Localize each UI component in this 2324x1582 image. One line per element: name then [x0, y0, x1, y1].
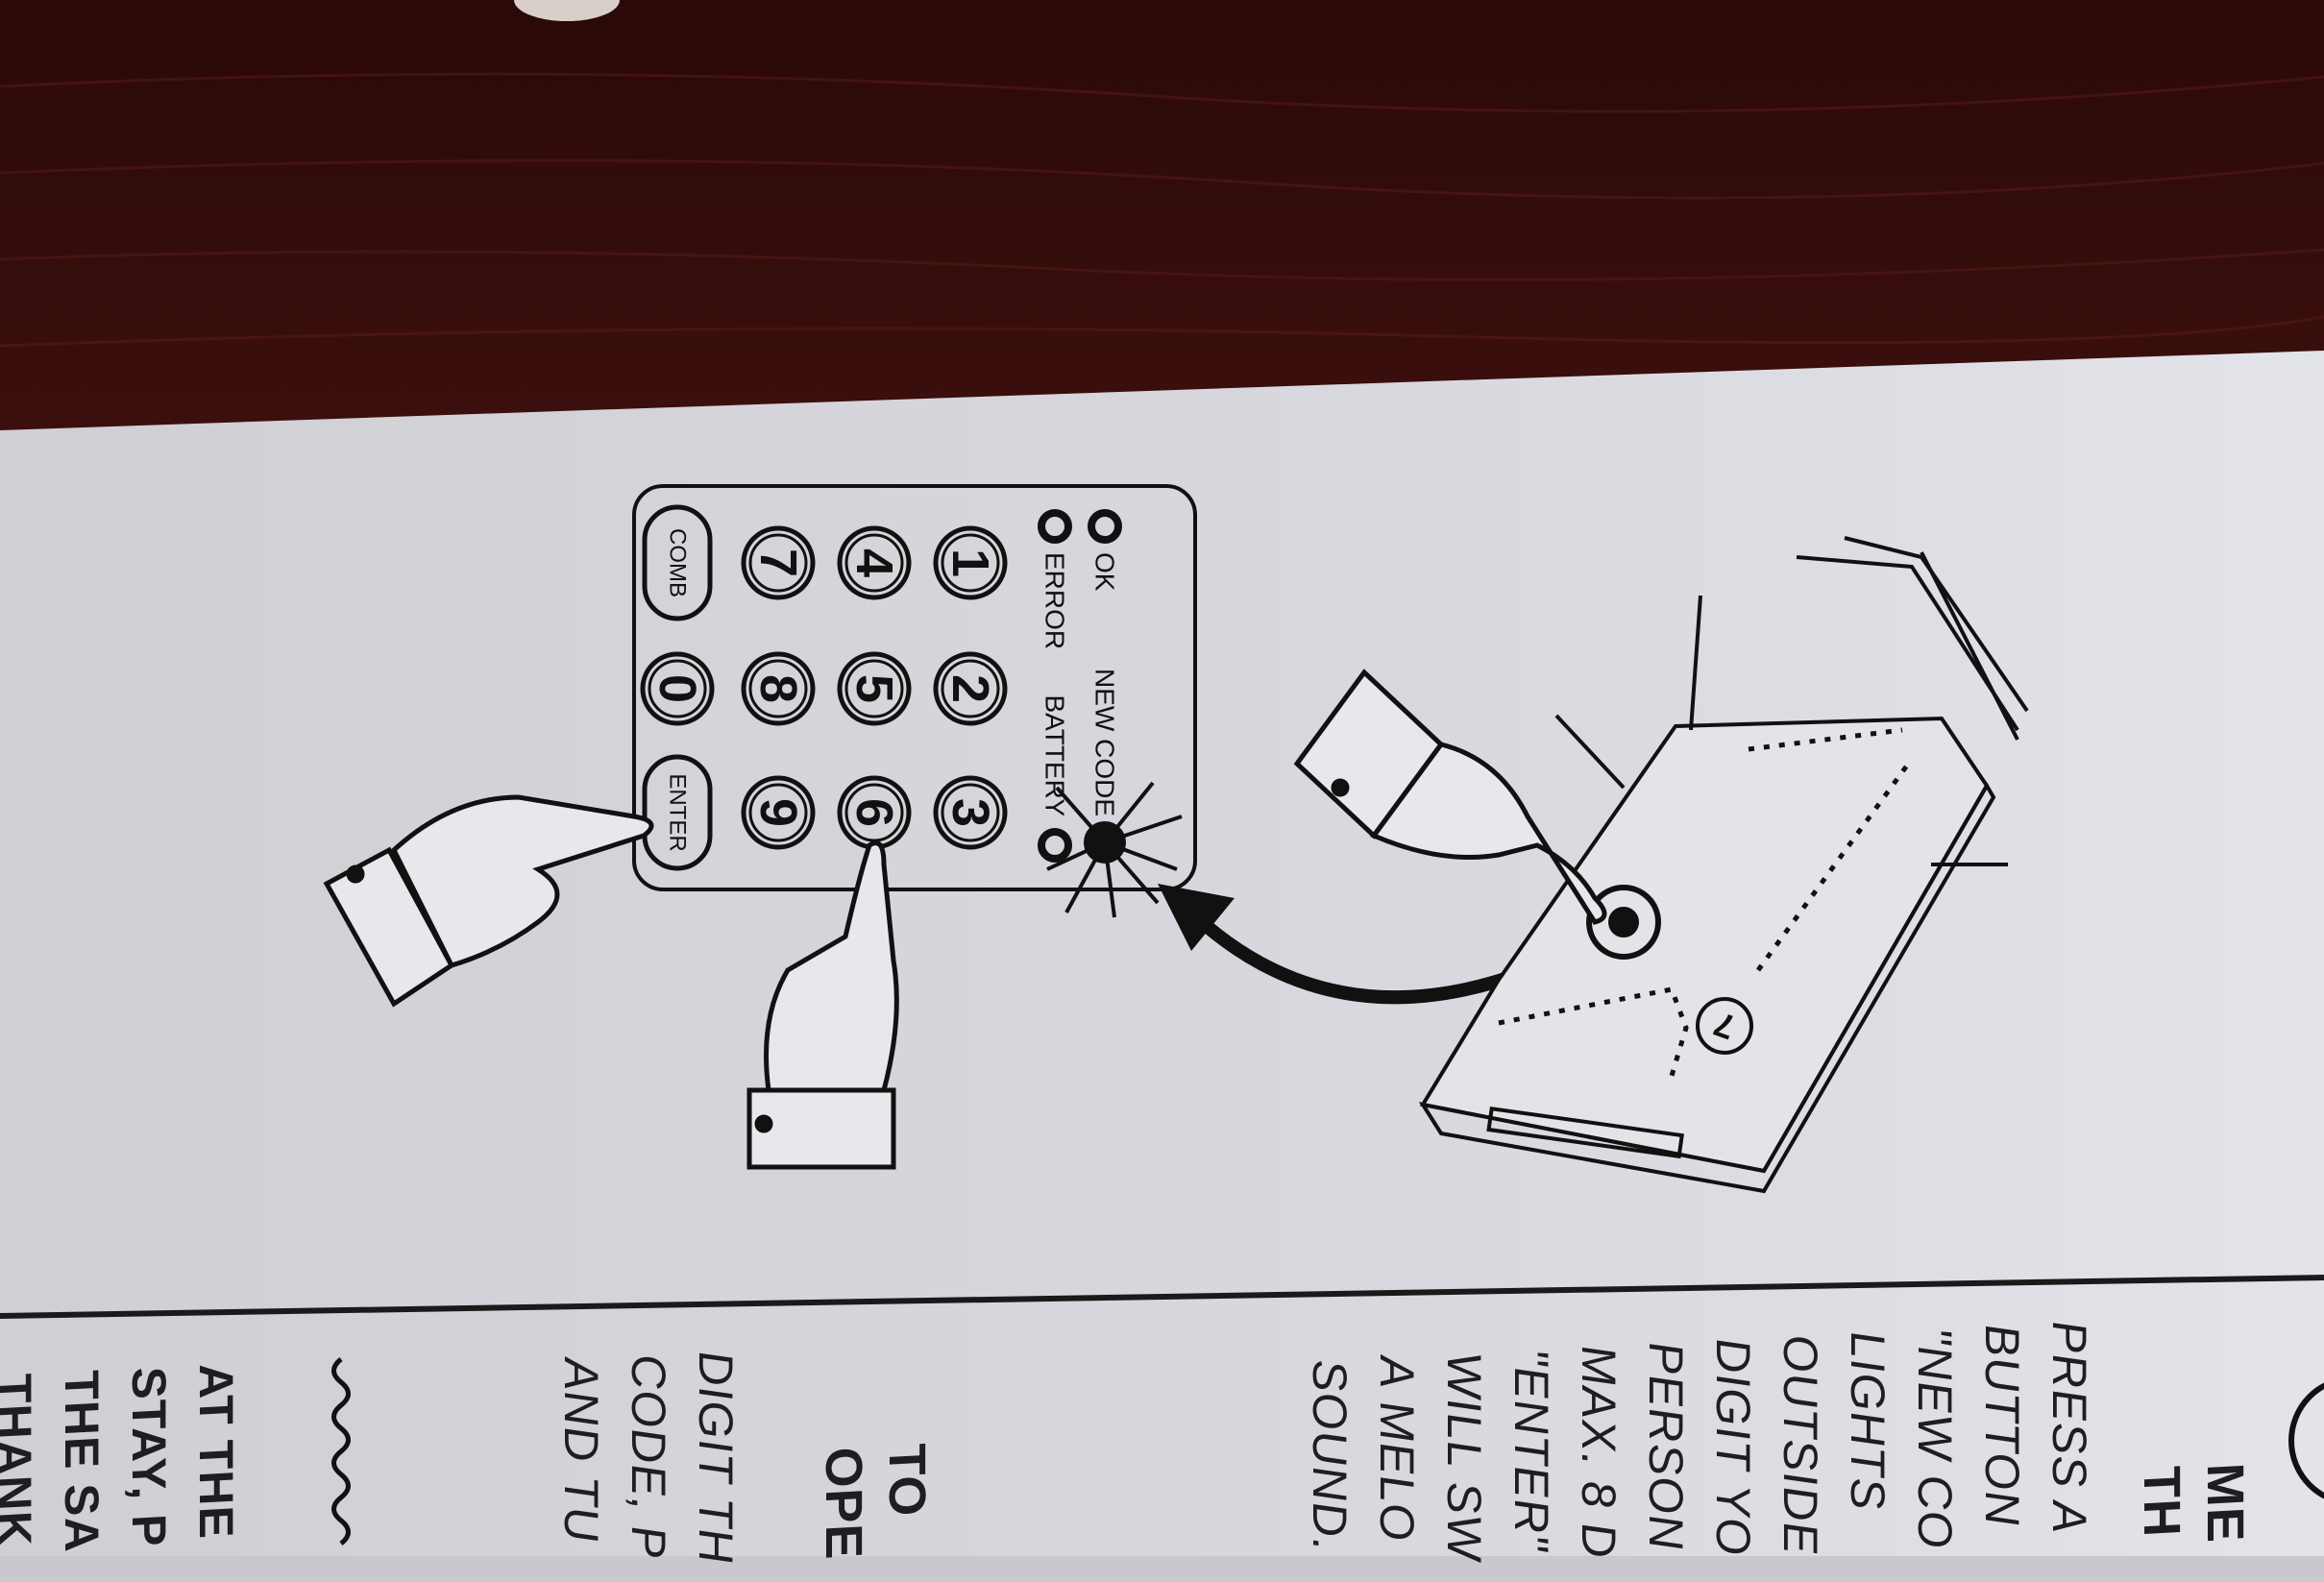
text-line: LIGHTS	[1841, 1329, 1895, 1512]
key-9[interactable]: 9	[741, 775, 816, 850]
text-line: PERSON	[1639, 1340, 1693, 1552]
key-label: 9	[749, 798, 807, 827]
indicator-led-battery	[1038, 828, 1072, 863]
heading-line: TH	[2133, 1465, 2190, 1540]
key-label: 5	[845, 674, 903, 703]
key-label: ENTER	[665, 773, 691, 851]
key-8[interactable]: 8	[741, 651, 816, 726]
text-line: DIGIT TH	[689, 1349, 743, 1566]
screw-head	[514, 0, 620, 21]
keypad-panel	[632, 484, 1197, 891]
key-label: 0	[648, 674, 706, 703]
hand-pressing-enter-icon	[323, 794, 654, 1008]
heading-line: TO	[878, 1442, 936, 1519]
instructions-left-column: AT THE STAY, P THE SA THANK	[0, 1362, 250, 1558]
key-0[interactable]: 0	[640, 651, 715, 726]
text-line: SOUND.	[1303, 1357, 1357, 1554]
text-line: STAY, P	[122, 1365, 176, 1549]
keyhole-button	[1586, 885, 1661, 960]
text-line: BUTTON	[1975, 1323, 2029, 1528]
section-divider	[0, 1275, 2324, 1319]
svg-text:GB: GB	[2314, 1441, 2324, 1513]
key-enter[interactable]: ENTER	[642, 754, 713, 871]
key-6[interactable]: 6	[837, 775, 912, 850]
key-1[interactable]: 1	[933, 525, 1008, 600]
text-line: AND TU	[554, 1356, 608, 1545]
text-line: AT THE	[189, 1362, 243, 1541]
key-label: 7	[749, 548, 807, 577]
key-2[interactable]: 2	[933, 651, 1008, 726]
key-label: COMB	[665, 528, 691, 597]
key-5[interactable]: 5	[837, 651, 912, 726]
text-line: MAX. 8 D	[1572, 1344, 1626, 1560]
key-label: 4	[845, 548, 903, 577]
key-label: 8	[749, 674, 807, 703]
text-line: THE SA	[55, 1369, 109, 1554]
indicator-label: OK	[1090, 552, 1120, 592]
text-line: A MELO	[1370, 1354, 1424, 1544]
safe-illustration: 7	[1418, 536, 2029, 1194]
text-line: PRESS A	[2043, 1319, 2096, 1536]
key-label: 1	[942, 548, 999, 577]
heading-line: OPE	[815, 1446, 872, 1562]
section-heading-right: ME TH	[2130, 1462, 2257, 1548]
indicator-led-error	[1038, 509, 1072, 544]
text-line: CODE, P	[622, 1352, 675, 1561]
text-line: DIGIT YO	[1706, 1336, 1760, 1558]
heading-line: ME	[2196, 1461, 2254, 1545]
key-7[interactable]: 7	[741, 525, 816, 600]
key-3[interactable]: 3	[933, 775, 1008, 850]
text-line: "ENTER"	[1504, 1347, 1558, 1554]
key-4[interactable]: 4	[837, 525, 912, 600]
key-label: 3	[942, 798, 999, 827]
section-heading-middle: TO OPE	[812, 1443, 939, 1562]
safe-number-badge	[1696, 997, 1753, 1055]
text-line: "NEW CO	[1908, 1326, 1962, 1550]
indicator-led-ok	[1088, 509, 1122, 544]
wavy-separator	[331, 1357, 351, 1545]
instructions-right-column: PRESS A BUTTON "NEW CO LIGHTS OUTSIDE DI…	[1296, 1319, 2103, 1582]
indicator-label: ERROR	[1040, 552, 1070, 649]
info-badge-icon: GB	[2288, 1382, 2324, 1513]
light-burst-icon	[1046, 781, 1183, 918]
text-line: WILL SW	[1437, 1351, 1491, 1563]
key-label: 6	[845, 798, 903, 827]
key-label: 2	[942, 674, 999, 703]
key-comb[interactable]: COMB	[642, 504, 713, 621]
instructions-middle-column: DIGIT TH CODE, P AND TU	[548, 1349, 749, 1572]
text-line: THANK	[0, 1373, 41, 1548]
hand-pressing-six-icon	[746, 840, 899, 1170]
text-line: OUTSIDE	[1774, 1333, 1827, 1557]
instruction-card	[0, 351, 2324, 1556]
indicator-label: NEW CODE	[1090, 669, 1120, 816]
hand-pressing-new-code-icon	[1293, 669, 1607, 925]
wood-grain	[0, 72, 2324, 348]
